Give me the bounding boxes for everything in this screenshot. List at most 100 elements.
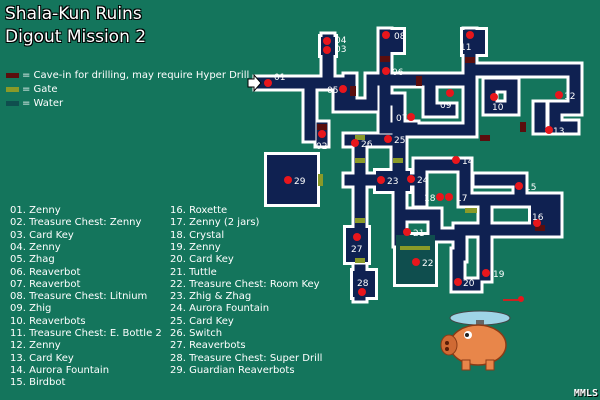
location-marker-label: 08 — [394, 32, 406, 42]
key-item: 06. Reaverbot — [10, 266, 81, 278]
key-item: 05. Zhag — [10, 254, 55, 266]
location-marker-label: 14 — [462, 157, 474, 167]
location-marker-label: 13 — [553, 127, 564, 137]
location-marker — [384, 135, 392, 143]
key-item: 02. Treasure Chest: Zenny — [10, 217, 142, 229]
key-item: 15. Birdbot — [10, 377, 66, 389]
key-item: 11. Treasure Chest: E. Bottle 2 — [10, 328, 162, 339]
location-marker-label: 15 — [525, 183, 536, 193]
location-marker — [377, 176, 385, 184]
location-marker-label: 27 — [351, 245, 362, 255]
location-marker-label: 19 — [493, 270, 505, 280]
location-marker-label: 24 — [417, 176, 429, 186]
key-item: 29. Guardian Reaverbots — [170, 364, 295, 376]
location-marker-label: 29 — [294, 177, 306, 187]
legend-gate-label: = Gate — [22, 83, 58, 95]
key-item: 01. Zenny — [10, 205, 61, 216]
location-marker — [318, 130, 326, 138]
key-item: 28. Treasure Chest: Super Drill — [170, 352, 323, 364]
location-marker — [446, 89, 454, 97]
location-marker — [382, 31, 390, 39]
watermark: MMLS — [573, 388, 598, 399]
location-marker-label: 09 — [440, 101, 452, 111]
location-marker — [555, 91, 563, 99]
location-marker-label: 22 — [422, 259, 433, 269]
location-marker-label: 16 — [532, 213, 544, 223]
legend-gate: = Gate — [6, 82, 249, 96]
location-marker — [482, 269, 490, 277]
key-item: 21. Tuttle — [170, 266, 217, 278]
location-marker — [407, 113, 415, 121]
key-item: 26. Switch — [170, 328, 223, 339]
location-marker-label: 18 — [424, 194, 436, 204]
location-marker-label: 25 — [394, 136, 405, 146]
legend-cave-in: = Cave-in for drilling, may require Hype… — [6, 68, 249, 82]
location-marker-label: 05 — [327, 86, 338, 96]
key-item: 10. Reaverbots — [10, 315, 86, 327]
key-item: 19. Zenny — [170, 241, 221, 253]
cave-in-markers — [317, 56, 545, 231]
location-marker-label: 03 — [335, 45, 346, 55]
gate-swatch — [6, 86, 19, 92]
location-marker — [533, 219, 541, 227]
gate-markers — [318, 135, 477, 263]
location-marker — [445, 193, 453, 201]
location-marker-label: 02 — [316, 142, 327, 152]
location-marker — [407, 175, 415, 183]
location-marker-label: 26 — [361, 140, 373, 150]
legend-cave-in-label: = Cave-in for drilling, may require Hype… — [22, 69, 250, 81]
key-item: 17. Zenny (2 jars) — [170, 217, 260, 229]
location-marker-label: 20 — [463, 279, 475, 289]
location-marker-label: 11 — [460, 43, 471, 53]
location-marker-label: 28 — [357, 279, 369, 289]
location-marker-label: 10 — [492, 103, 504, 113]
servbot-flyer-icon — [440, 296, 524, 371]
key-item: 18. Crystal — [170, 229, 225, 241]
cave-in-swatch — [6, 72, 19, 78]
location-marker — [454, 278, 462, 286]
location-marker-label: 12 — [564, 92, 575, 102]
key-item: 27. Reaverbots — [170, 340, 246, 352]
location-marker-label: 23 — [387, 177, 398, 187]
legend-water: = Water — [6, 96, 249, 110]
location-marker — [490, 93, 498, 101]
key-item: 07. Reaverbot — [10, 278, 81, 290]
map-legend: = Cave-in for drilling, may require Hype… — [6, 68, 249, 110]
location-marker — [403, 228, 411, 236]
location-marker — [358, 288, 366, 296]
location-marker — [323, 46, 331, 54]
location-marker — [452, 156, 460, 164]
key-item: 13. Card Key — [10, 352, 74, 364]
location-marker-label: 21 — [413, 229, 424, 239]
location-marker — [545, 126, 553, 134]
key-item: 03. Card Key — [10, 229, 74, 241]
location-marker-label: 06 — [392, 68, 404, 78]
key-item: 09. Zhig — [10, 303, 52, 315]
location-marker — [412, 258, 420, 266]
page-subtitle: Digout Mission 2 — [5, 27, 147, 47]
key-item: 08. Treasure Chest: Litnium — [10, 291, 148, 303]
location-marker — [284, 176, 292, 184]
key-item: 12. Zenny — [10, 340, 61, 352]
key-item: 22. Treasure Chest: Room Key — [170, 278, 320, 290]
location-marker — [264, 79, 272, 87]
location-marker-label: 01 — [274, 73, 285, 83]
legend-water-label: = Water — [22, 97, 64, 109]
location-marker-label: 17 — [456, 194, 467, 204]
location-marker — [339, 85, 347, 93]
location-marker — [323, 37, 331, 45]
location-marker — [436, 193, 444, 201]
key-item: 04. Zenny — [10, 241, 61, 253]
location-marker-label: 04 — [335, 36, 347, 46]
key-item: 20. Card Key — [170, 254, 234, 266]
key-item: 23. Zhig & Zhag — [170, 291, 252, 303]
key-item: 24. Aurora Fountain — [170, 303, 270, 315]
location-marker-label: 07 — [396, 114, 407, 124]
key-item: 14. Aurora Fountain — [10, 364, 110, 376]
key-item: 16. Roxette — [170, 205, 228, 216]
location-marker — [515, 182, 523, 190]
